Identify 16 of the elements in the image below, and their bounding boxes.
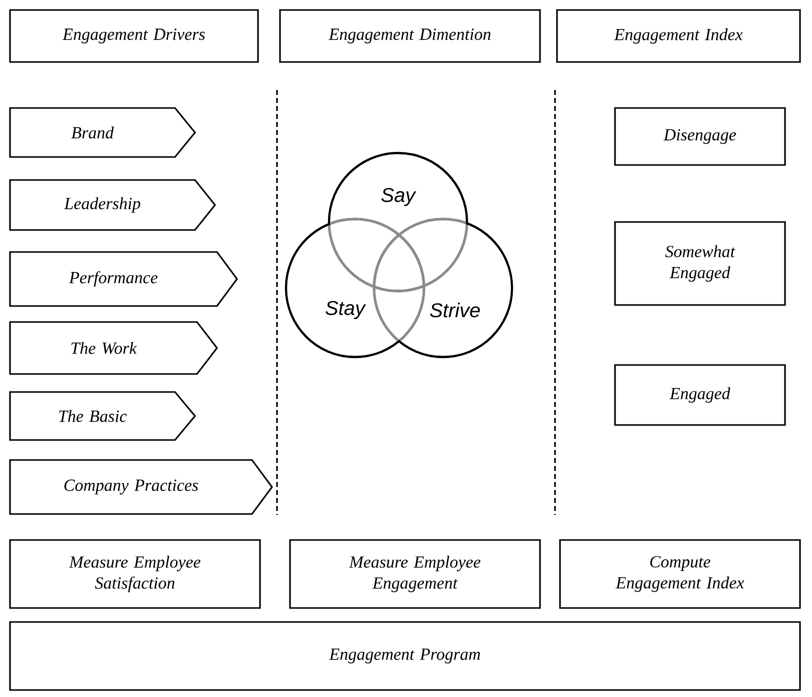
- text-box: Measure Employee Satisfaction: [9, 539, 261, 609]
- pentagon-box: Leadership: [9, 179, 216, 231]
- text-box: Measure Employee Engagement: [289, 539, 541, 609]
- pentagon-box: Performance: [9, 251, 238, 307]
- text-box: Engagement Dimention: [279, 9, 541, 63]
- pentagon-box: The Basic: [9, 391, 196, 441]
- pentagon-box: Brand: [9, 107, 196, 158]
- text-box: Engaged: [614, 364, 786, 426]
- text-box: Engagement Index: [556, 9, 801, 63]
- text-box: Engagement Program: [9, 621, 801, 691]
- text-box: Somewhat Engaged: [614, 221, 786, 306]
- text-box: Compute Engagement Index: [559, 539, 801, 609]
- pentagon-box: The Work: [9, 321, 218, 375]
- pentagon-box: Company Practices: [9, 459, 273, 515]
- text-box: Disengage: [614, 107, 786, 166]
- text-box: Engagement Drivers: [9, 9, 259, 63]
